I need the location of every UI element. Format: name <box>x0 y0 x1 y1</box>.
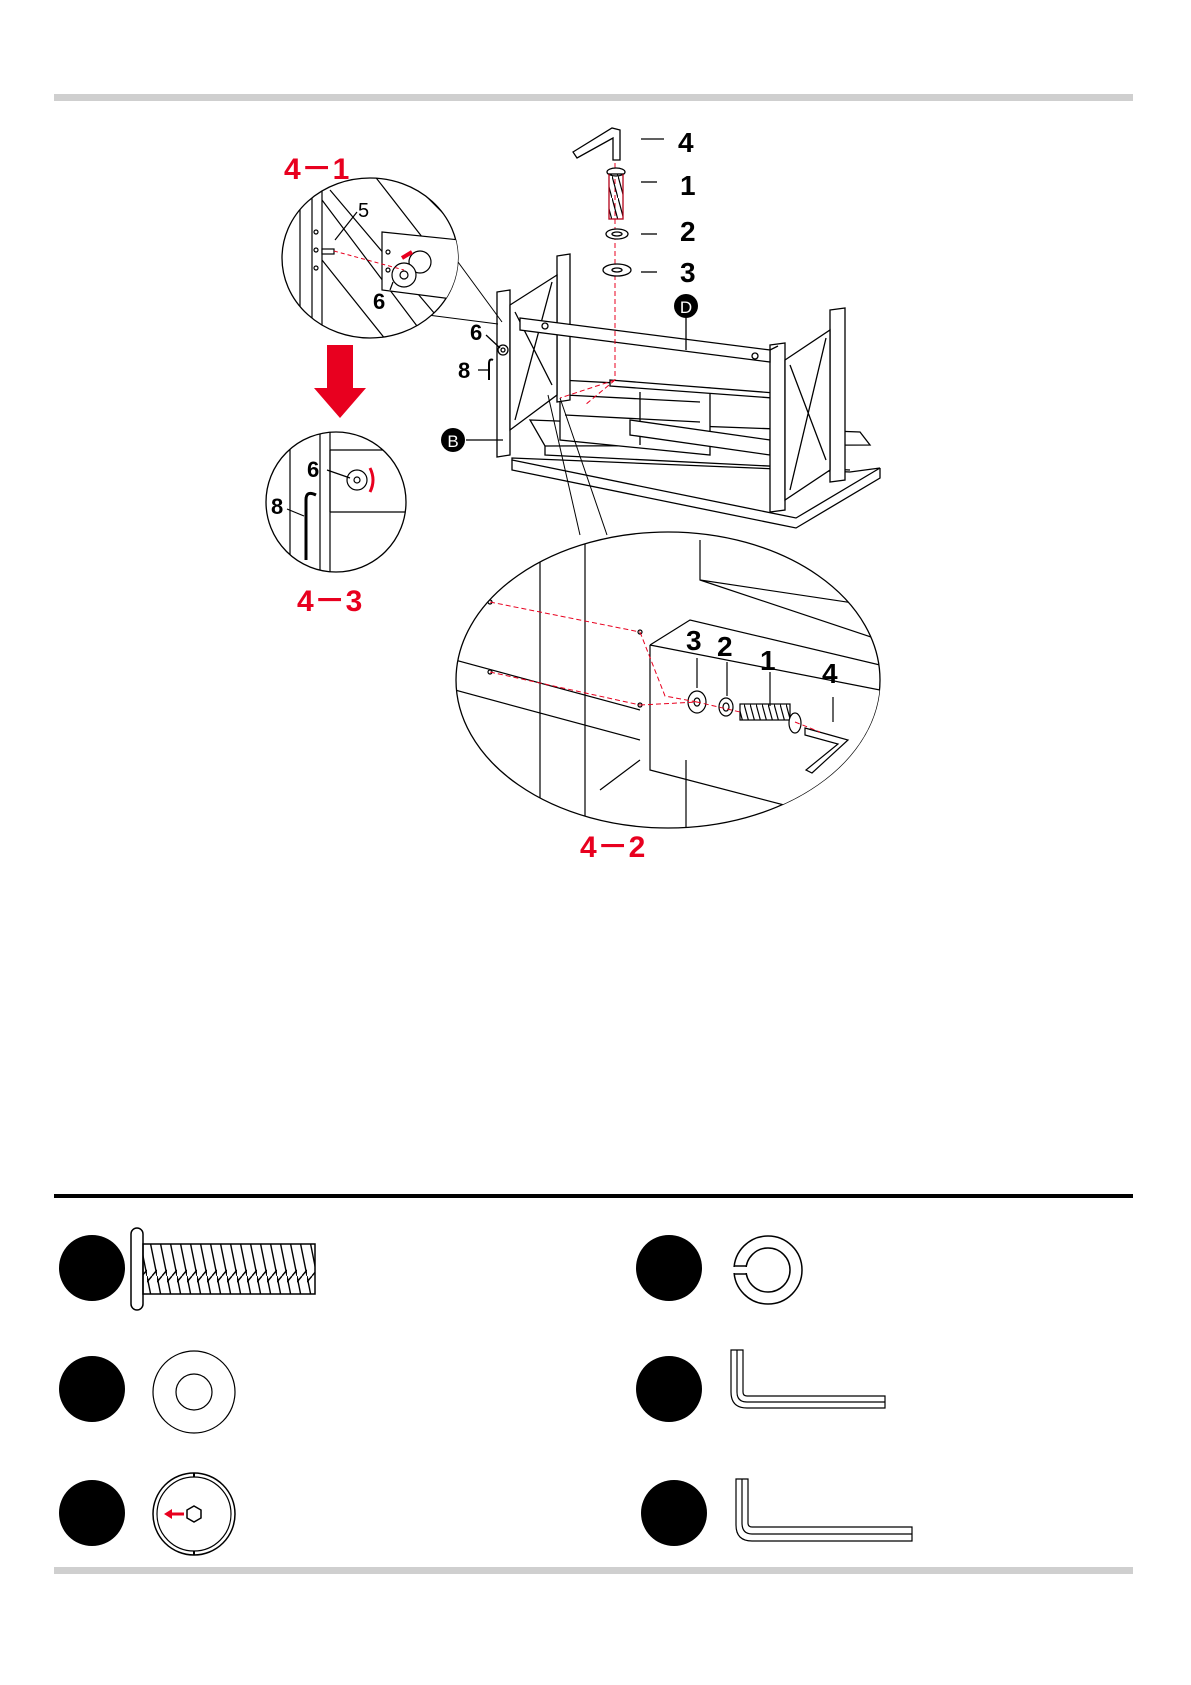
part-badge-2 <box>636 1235 702 1301</box>
callout-dowel-41: 5 <box>358 200 369 222</box>
callout-screwdriver-main: 8 <box>458 358 470 383</box>
callout-flat-washer-main: 3 <box>680 257 696 288</box>
panel-b-marker: B <box>441 428 465 452</box>
step-label-4-2: 4－2 <box>580 822 646 866</box>
flat-washer-icon <box>150 1348 238 1436</box>
panel-d-marker: D <box>674 294 698 318</box>
hardware-stack <box>573 128 631 276</box>
callout-allen-key-42: 4 <box>822 658 838 689</box>
callout-allen-key-main: 4 <box>678 127 694 158</box>
callout-cam-43: 6 <box>307 457 319 482</box>
large-allen-key-icon <box>732 1477 917 1547</box>
part-badge-6 <box>641 1480 707 1546</box>
callout-screwdriver-43: 8 <box>271 494 283 519</box>
callout-lock-washer-main: 2 <box>680 216 696 247</box>
callout-bolt-main: 1 <box>680 170 696 201</box>
panel-d-letter: D <box>680 298 692 317</box>
part-badge-4 <box>636 1356 702 1422</box>
down-arrow <box>314 345 366 418</box>
panel-b-letter: B <box>447 432 458 451</box>
callout-cam-41: 6 <box>373 289 385 314</box>
part-badge-3 <box>59 1356 125 1422</box>
step-label-4-3: 4－3 <box>297 576 363 620</box>
assembly-diagram: 4 1 2 3 5 6 6 8 6 8 3 2 1 4 B D <box>0 0 1191 900</box>
part-badge-5 <box>59 1480 125 1546</box>
split-lock-washer-icon <box>730 1232 806 1308</box>
callout-lock-washer-42: 2 <box>717 631 733 662</box>
step-label-4-1: 4－1 <box>284 144 350 188</box>
cam-lock-icon <box>150 1470 238 1558</box>
parts-divider <box>54 1194 1133 1198</box>
detail-4-1 <box>282 170 460 345</box>
part-badge-1 <box>59 1235 125 1301</box>
callout-flat-washer-42: 3 <box>686 625 702 656</box>
bolt-icon <box>127 1226 322 1312</box>
callout-cam-main: 6 <box>470 320 482 345</box>
detail-4-3 <box>266 430 410 575</box>
bottom-divider <box>54 1567 1133 1574</box>
small-allen-key-icon <box>727 1348 897 1414</box>
callout-bolt-42: 1 <box>760 645 776 676</box>
